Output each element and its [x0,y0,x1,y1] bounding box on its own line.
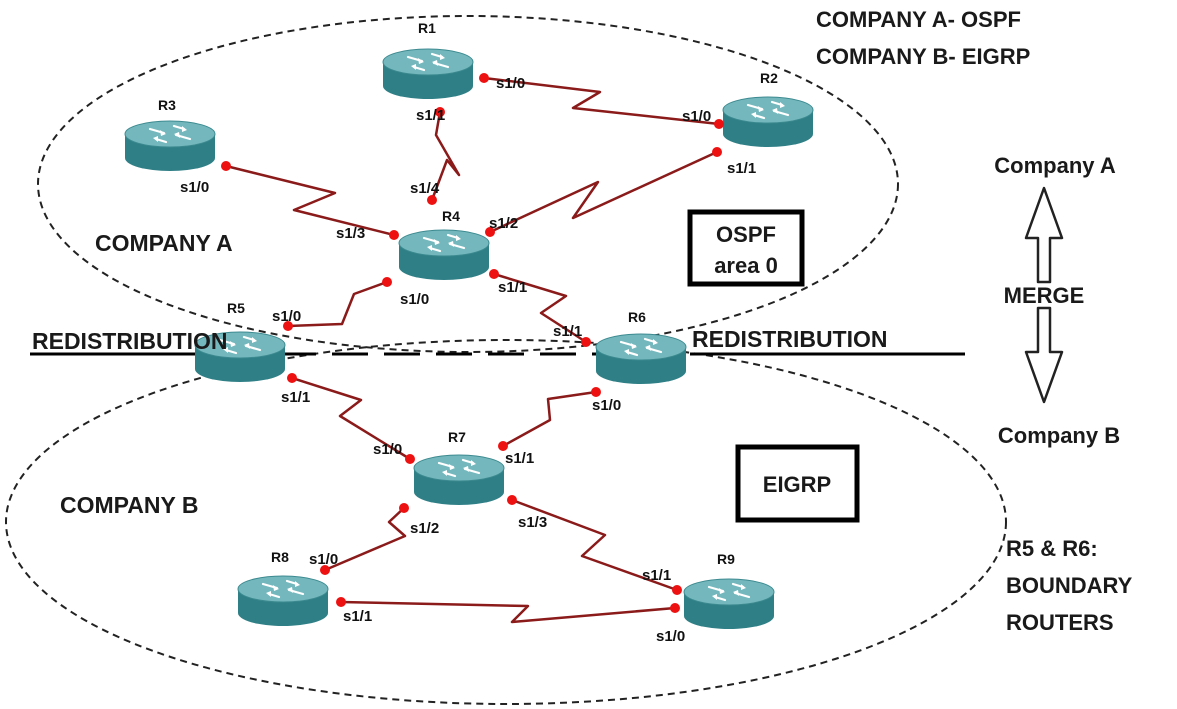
router-r4[interactable] [397,228,491,282]
iface-label-r4-s12: s1/2 [489,215,518,232]
router-name-r7: R7 [448,429,466,445]
link-r4-r2 [489,150,718,234]
endpoint-r9-s10 [670,603,680,613]
side-company-a: Company A [994,153,1116,178]
router-r1[interactable] [381,47,475,101]
company-a-zone [37,15,899,353]
iface-label-r6-s10: s1/0 [592,397,621,414]
link-r6-r7 [502,390,597,448]
iface-label-r7-s12: s1/2 [410,520,439,537]
endpoint-r4-s13 [389,230,399,240]
endpoint-r5-s11 [287,373,297,383]
link-r7-r9 [511,498,678,592]
endpoint-r4-s14 [427,195,437,205]
router-name-r9: R9 [717,551,735,567]
iface-label-r8-s10: s1/0 [309,551,338,568]
endpoint-r4-s10 [382,277,392,287]
link-r3-r4 [225,164,395,237]
company-a-label: COMPANY A [95,230,233,256]
endpoint-r6-s11 [581,337,591,347]
iface-label-r4-s10: s1/0 [400,291,429,308]
router-name-r2: R2 [760,70,778,86]
router-name-r6: R6 [628,309,646,325]
router-name-r3: R3 [158,97,176,113]
router-name-r4: R4 [442,208,460,224]
iface-label-r6-s11: s1/1 [553,323,582,340]
link-r1-r2 [483,76,720,126]
router-r7[interactable] [412,453,506,507]
iface-label-r9-s10: s1/0 [656,628,685,645]
router-r3[interactable] [123,119,217,173]
iface-label-r7-s11: s1/1 [505,450,534,467]
link-r7-r8 [324,507,407,572]
endpoint-r1-s10 [479,73,489,83]
side-merge: MERGE [1004,283,1085,308]
header-line-2: COMPANY B- EIGRP [816,44,1030,69]
router-r6[interactable] [594,332,688,386]
router-r9[interactable] [682,577,776,631]
endpoint-r5-s10 [283,321,293,331]
iface-label-r7-s13: s1/3 [518,514,547,531]
endpoint-r2-s11 [712,147,722,157]
router-name-r5: R5 [227,300,245,316]
iface-label-r4-s11: s1/1 [498,279,527,296]
iface-label-r2-s10: s1/0 [682,108,711,125]
iface-label-r8-s11: s1/1 [343,608,372,625]
side-company-b: Company B [998,423,1120,448]
iface-label-r7-s10: s1/0 [373,441,402,458]
iface-label-r2-s11: s1/1 [727,160,756,177]
endpoint-r7-s13 [507,495,517,505]
merge-arrow-icon [1024,186,1064,404]
endpoint-r4-s12 [485,227,495,237]
company-b-label: COMPANY B [60,492,198,518]
link-r5-r7 [291,376,411,461]
ospf-label: OSPF [716,222,776,247]
eigrp-label: EIGRP [763,472,831,497]
iface-label-r1-s10: s1/0 [496,75,525,92]
endpoint-r6-s10 [591,387,601,397]
link-r8-r9 [340,600,676,624]
redistribution-right-label: REDISTRIBUTION [692,326,888,352]
ospf-area-label: area 0 [714,253,778,278]
link-r1-r4 [430,111,461,201]
router-r8[interactable] [236,574,330,628]
link-r4-r6 [493,272,587,344]
iface-label-r4-s14: s1/4 [410,180,440,197]
endpoint-r1-s11 [435,107,445,117]
iface-label-r3-s10: s1/0 [180,179,209,196]
endpoint-r8-s10 [320,565,330,575]
endpoint-r3-s10 [221,161,231,171]
company-b-zone [5,339,1007,705]
iface-label-r9-s11: s1/1 [642,567,671,584]
header-line-1: COMPANY A- OSPF [816,7,1021,32]
endpoint-r2-s10 [714,119,724,129]
endpoint-r4-s11 [489,269,499,279]
router-name-r8: R8 [271,549,289,565]
ospf-box [687,209,805,287]
endpoint-r8-s11 [336,597,346,607]
iface-label-r1-s11: s1/1 [416,107,445,124]
router-r2[interactable] [721,95,815,149]
router-name-r1: R1 [418,20,436,36]
link-r4-r5 [287,280,388,328]
iface-label-r4-s13: s1/3 [336,225,365,242]
side-boundary-2: BOUNDARY [1006,573,1133,598]
redistribution-left-label: REDISTRIBUTION [32,328,228,354]
side-boundary-3: ROUTERS [1006,610,1114,635]
endpoint-r9-s11 [672,585,682,595]
side-boundary-1: R5 & R6: [1006,536,1098,561]
iface-label-r5-s11: s1/1 [281,389,310,406]
endpoint-r7-s10 [405,454,415,464]
eigrp-box [735,444,860,523]
endpoint-r7-s12 [399,503,409,513]
iface-label-r5-s10: s1/0 [272,308,301,325]
endpoint-r7-s11 [498,441,508,451]
